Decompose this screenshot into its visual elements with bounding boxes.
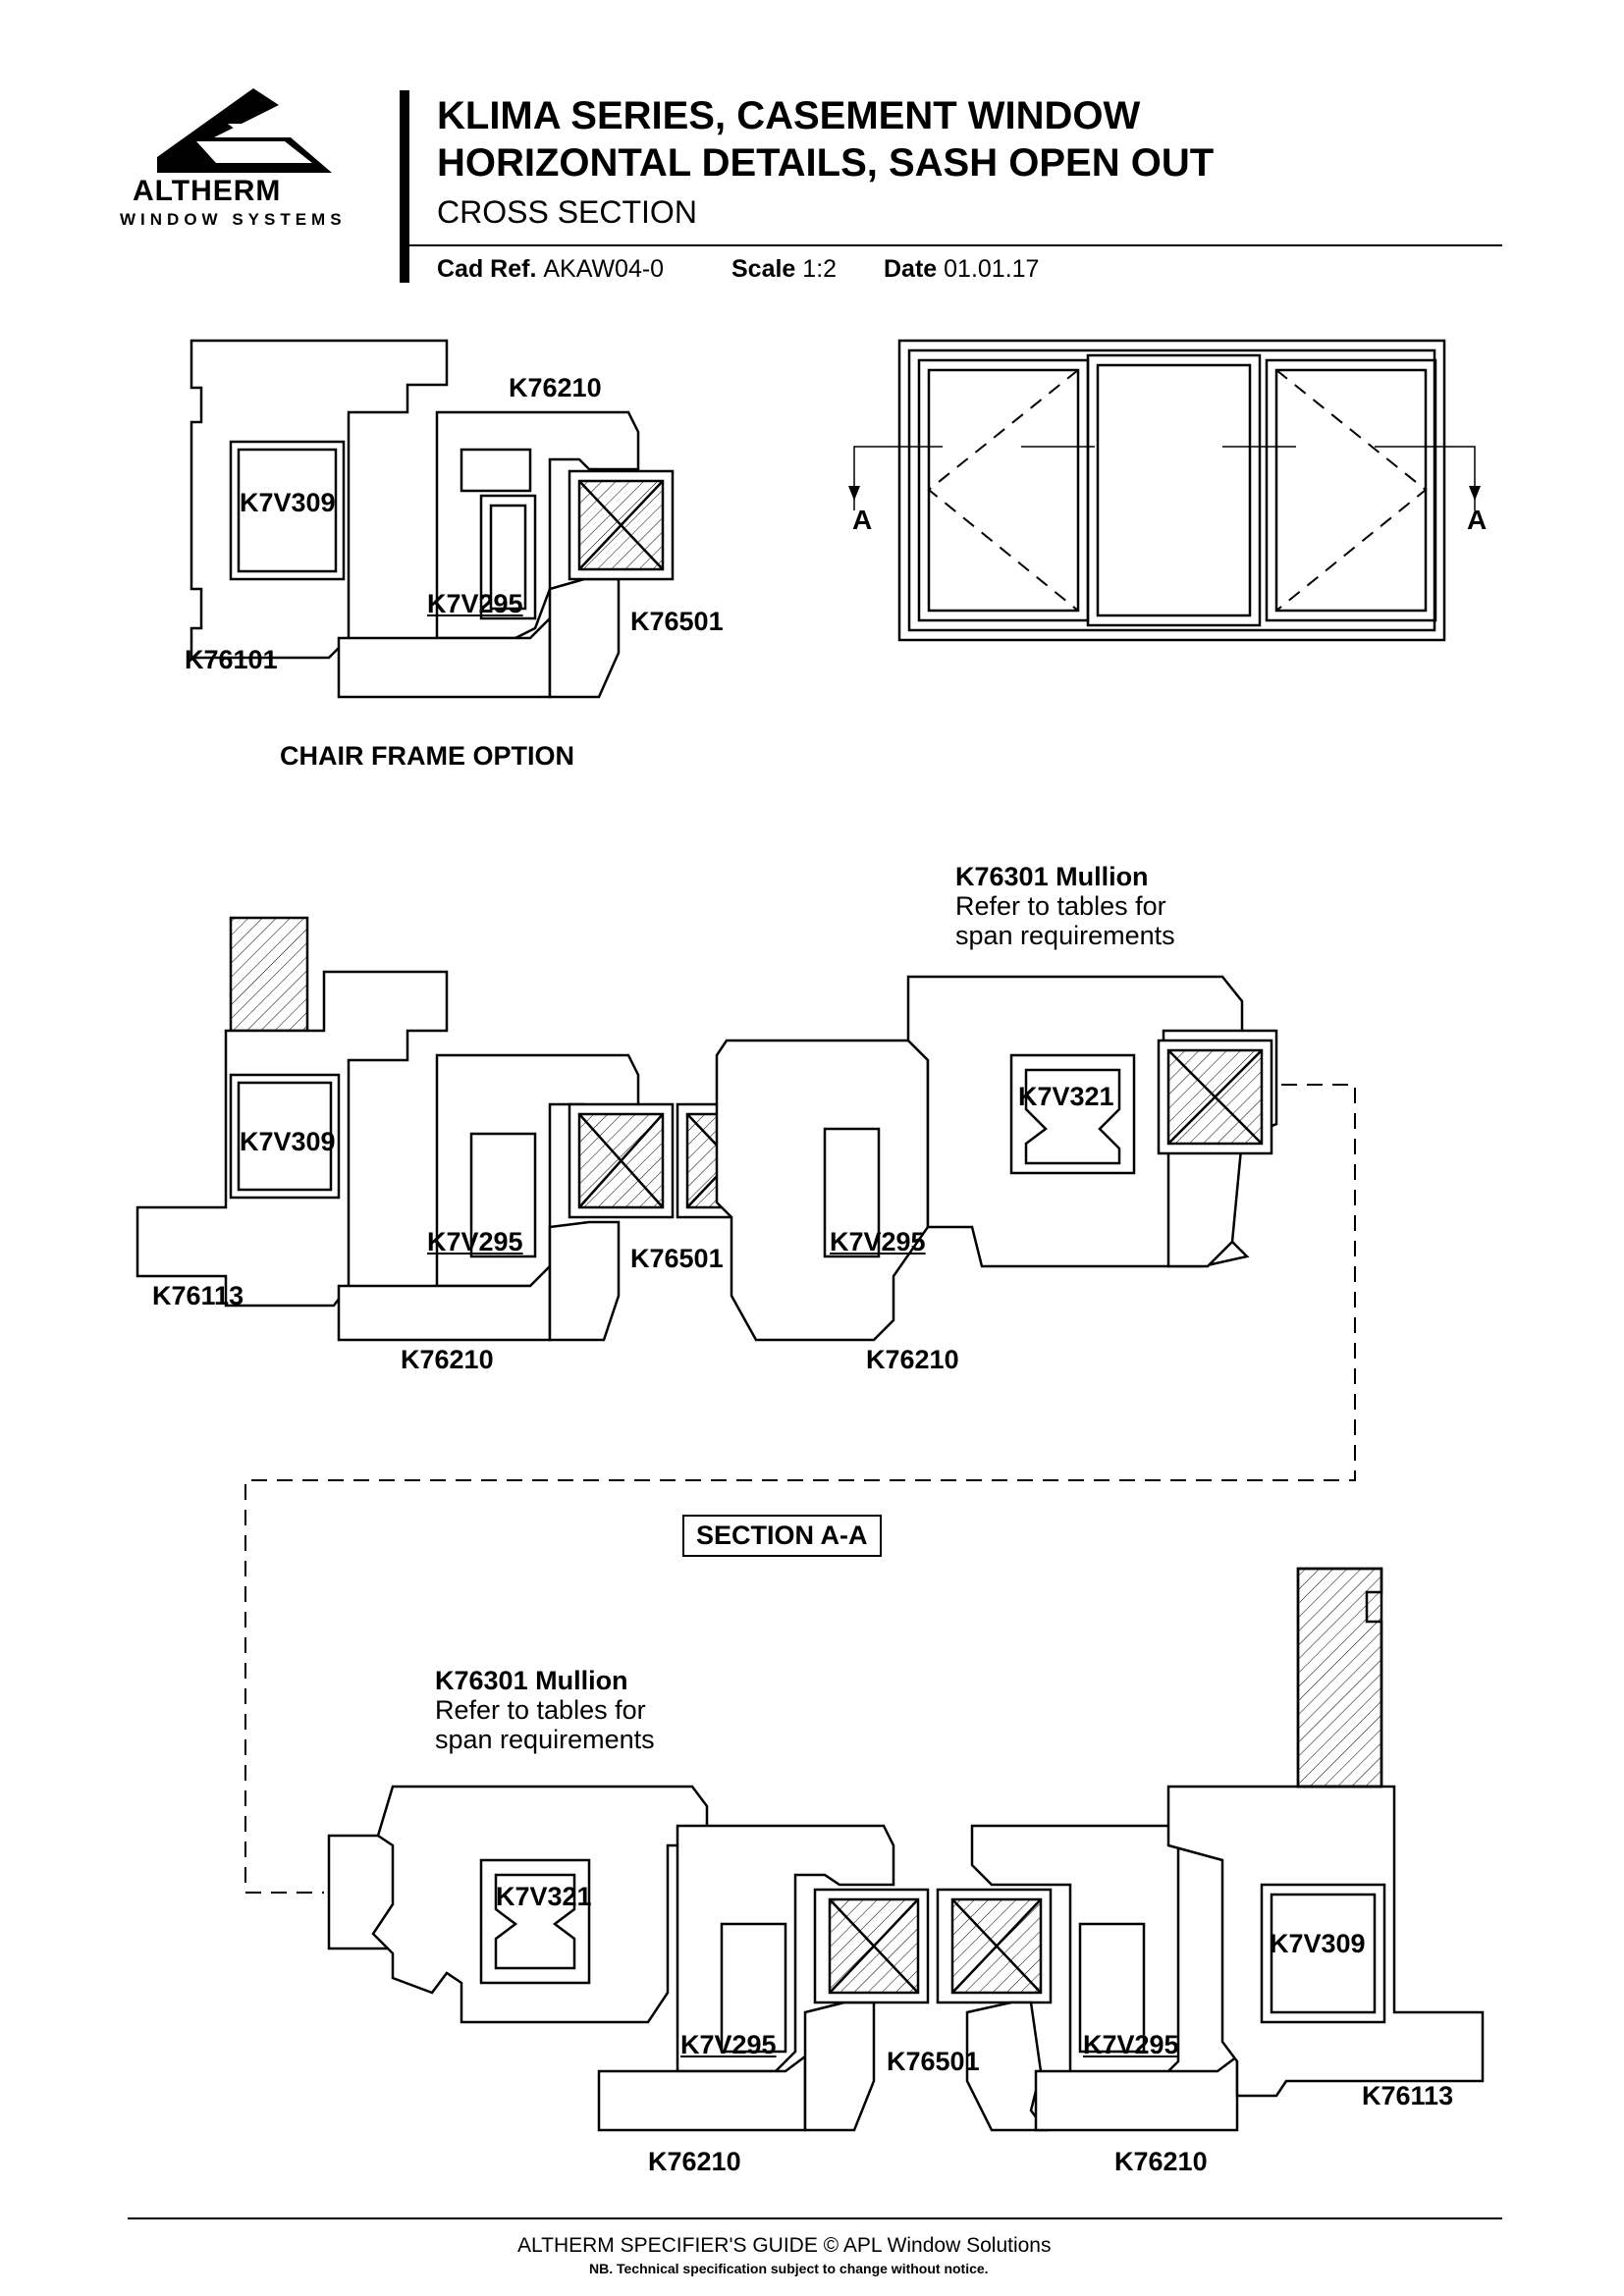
bottom-label-k76113: K76113 xyxy=(1362,2081,1454,2110)
bottom-mullion-note-1: Refer to tables for xyxy=(435,1695,646,1725)
top-mullion-note-1: Refer to tables for xyxy=(955,891,1166,921)
footer-line-2: NB. Technical specification subject to c… xyxy=(589,2261,989,2276)
bottom-label-k7v321: K7V321 xyxy=(496,1882,592,1911)
window-elevation xyxy=(848,339,1481,642)
top-label-k7v309: K7V309 xyxy=(240,1127,336,1156)
continuation-dashed-line xyxy=(244,1084,1356,1894)
top-label-k7v321: K7V321 xyxy=(1018,1082,1114,1111)
section-top-left-jamb xyxy=(135,916,675,1342)
section-bottom-mullion xyxy=(327,1785,930,2132)
bottom-label-k7v295-right: K7V295 xyxy=(1083,2030,1179,2059)
section-bottom-right-jamb xyxy=(936,1567,1485,2132)
title-metadata: Cad Ref. AKAW04-0 xyxy=(437,255,664,284)
bottom-mullion-note: K76301 Mullion Refer to tables for span … xyxy=(435,1666,655,1754)
top-label-k76210-left: K76210 xyxy=(401,1345,494,1374)
scale-label: Scale xyxy=(731,255,796,283)
chair-label-k76210: K76210 xyxy=(509,373,602,402)
top-label-k76113: K76113 xyxy=(152,1281,244,1310)
altherm-logo-mark xyxy=(157,88,332,173)
section-a-a-caption: SECTION A-A xyxy=(682,1515,882,1557)
date-value: 01.01.17 xyxy=(944,255,1040,283)
title-line-2: HORIZONTAL DETAILS, SASH OPEN OUT xyxy=(437,141,1215,185)
bottom-label-k76210-right: K76210 xyxy=(1114,2147,1208,2176)
bottom-label-k76210-left: K76210 xyxy=(648,2147,741,2176)
top-mullion-note: K76301 Mullion Refer to tables for span … xyxy=(955,862,1175,950)
bottom-mullion-title: K76301 Mullion xyxy=(435,1666,628,1695)
title-line-1: KLIMA SERIES, CASEMENT WINDOW xyxy=(437,94,1141,137)
top-mullion-title: K76301 Mullion xyxy=(955,862,1149,891)
chair-label-k7v295: K7V295 xyxy=(427,589,523,618)
date-field: Date 01.01.17 xyxy=(884,255,1039,284)
section-marker-right: A xyxy=(1467,505,1488,535)
scale-field: Scale 1:2 xyxy=(731,255,837,284)
chair-label-k76501: K76501 xyxy=(630,607,724,636)
cad-ref-label: Cad Ref. xyxy=(437,255,537,283)
top-label-k7v295-left: K7V295 xyxy=(427,1227,523,1256)
chair-label-k7v309: K7V309 xyxy=(240,488,336,517)
top-label-k76501: K76501 xyxy=(630,1244,724,1273)
chair-frame-caption: CHAIR FRAME OPTION xyxy=(280,741,574,771)
logo-tagline: WINDOW SYSTEMS xyxy=(120,210,347,229)
bottom-label-k76501: K76501 xyxy=(887,2047,980,2076)
top-mullion-note-2: span requirements xyxy=(955,921,1175,950)
title-subtitle: CROSS SECTION xyxy=(437,194,697,230)
top-label-k7v295-right: K7V295 xyxy=(830,1227,926,1256)
bottom-label-k7v295-left: K7V295 xyxy=(680,2030,777,2059)
title-block-bar xyxy=(400,90,409,283)
chair-frame-detail xyxy=(189,339,675,699)
top-label-k76210-right: K76210 xyxy=(866,1345,959,1374)
cad-ref-value: AKAW04-0 xyxy=(543,255,665,283)
section-marker-left: A xyxy=(852,505,873,535)
bottom-mullion-note-2: span requirements xyxy=(435,1725,655,1754)
section-top-mullion xyxy=(676,975,1278,1342)
logo-brand: ALTHERM xyxy=(133,175,282,207)
scale-value: 1:2 xyxy=(802,255,838,283)
date-label: Date xyxy=(884,255,938,283)
chair-label-k76101: K76101 xyxy=(185,645,278,674)
footer-line-1: ALTHERM SPECIFIER'S GUIDE © APL Window S… xyxy=(517,2234,1052,2257)
bottom-label-k7v309: K7V309 xyxy=(1270,1929,1366,1958)
